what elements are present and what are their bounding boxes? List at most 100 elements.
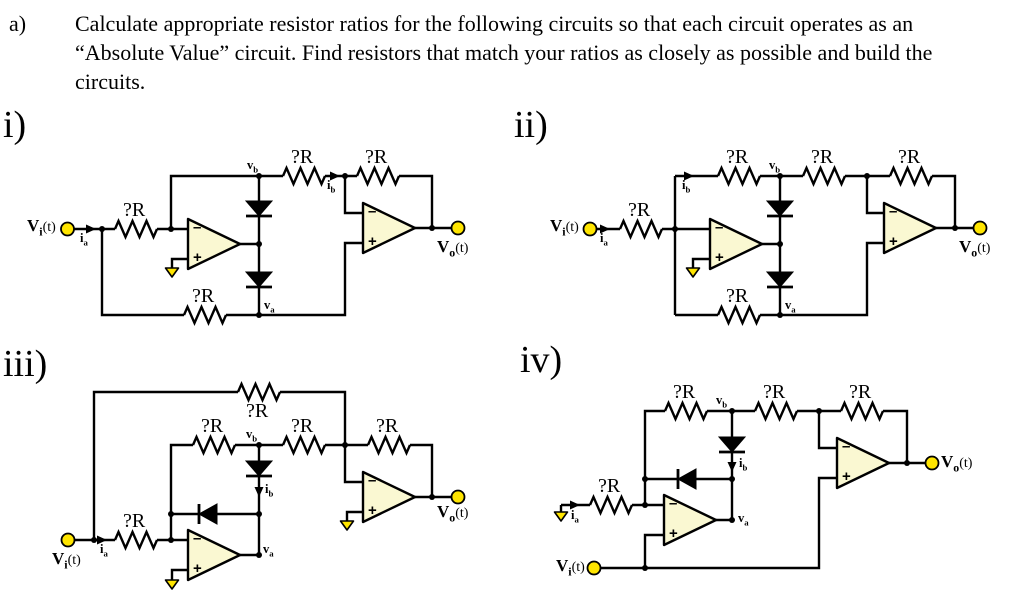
output-terminal <box>450 220 466 236</box>
ia-label: ia <box>80 231 88 248</box>
junction-dot <box>91 537 97 543</box>
resistor-symbol <box>753 401 799 421</box>
circuit-iii-schematic <box>60 382 466 590</box>
junction-dot <box>429 225 435 231</box>
junction-dot <box>256 511 262 517</box>
resistor-symbol <box>618 219 664 239</box>
resistor-label-series: ?R <box>291 146 314 168</box>
problem-line-2: “Absolute Value” circuit. Find resistors… <box>75 40 933 65</box>
resistor-symbol <box>281 435 327 455</box>
problem-line-1: Calculate appropriate resistor ratios fo… <box>75 11 914 36</box>
junction-dot <box>777 312 783 318</box>
resistor-label-bottom: ?R <box>726 285 749 307</box>
circuit-iv-schematic <box>553 401 940 576</box>
ib-label: ib <box>682 178 691 195</box>
opamp1-minus-sign: – <box>715 219 724 236</box>
opamp2-plus-sign: + <box>889 233 898 250</box>
va-label: va <box>263 542 274 559</box>
resistor-label-feedback1: ?R <box>726 146 749 168</box>
ib-label: ib <box>327 178 336 195</box>
opamp2-plus-sign: + <box>368 502 377 519</box>
resistor-symbol <box>366 435 412 455</box>
problem-line-3: circuits. <box>75 69 146 94</box>
vout-label: Vo(t) <box>959 237 991 260</box>
diode-down-symbol <box>244 270 274 289</box>
resistor-symbol <box>182 305 228 325</box>
opamp2-plus-sign: + <box>368 233 377 250</box>
resistor-label-input: ?R <box>123 199 146 221</box>
diode-down-symbol <box>244 199 274 218</box>
opamp2-minus-sign: – <box>368 203 377 220</box>
junction-dot <box>99 226 105 232</box>
junction-dot <box>429 494 435 500</box>
ground-icon <box>339 520 355 531</box>
junction-dot <box>342 173 348 179</box>
ground-icon <box>164 267 180 278</box>
junction-dot <box>642 476 648 482</box>
junction-dot <box>168 511 174 517</box>
output-terminal <box>972 220 988 236</box>
va-label: va <box>785 298 796 315</box>
current-arrow-icon <box>727 462 737 472</box>
resistor-symbol <box>839 401 885 421</box>
resistor-symbol <box>888 166 934 186</box>
junction-dot <box>729 408 735 414</box>
resistor-label-feedback1: ?R <box>201 415 224 437</box>
current-arrow-icon <box>254 487 264 497</box>
input-terminal <box>586 560 602 576</box>
circuit-numeral: i) <box>3 104 27 146</box>
problem-statement: Calculate appropriate resistor ratios fo… <box>75 9 932 96</box>
circuit-iv: iv) ?R vb ?R ?R ?R ia ib va Vi(t) Vo(t) … <box>512 340 1024 608</box>
ib-label: ib <box>265 482 274 499</box>
output-terminal <box>924 455 940 471</box>
resistor-symbol <box>663 401 709 421</box>
vb-label: vb <box>246 427 258 444</box>
opamp1-plus-sign: + <box>193 560 202 577</box>
resistor-symbol <box>236 382 282 402</box>
opamp1-minus-sign: – <box>193 530 202 547</box>
vb-label: vb <box>716 393 728 410</box>
junction-dot <box>642 565 648 571</box>
resistor-label-bottom: ?R <box>192 285 215 307</box>
junction-dot <box>256 552 262 558</box>
resistor-label-input: ?R <box>628 199 651 221</box>
resistor-label-series: ?R <box>811 146 834 168</box>
circuit-i: i) Vi(t) ia ?R vb ?R ib ?R ?R va Vo(t) –… <box>0 105 512 345</box>
circuit-numeral: iii) <box>3 343 48 385</box>
junction-dot <box>342 442 348 448</box>
diode-left-symbol <box>197 502 219 526</box>
resistor-label-feedback2: ?R <box>365 146 388 168</box>
resistor-symbol <box>281 166 327 186</box>
junction-dot <box>816 408 822 414</box>
item-label: a) <box>9 11 27 36</box>
resistor-symbol <box>588 495 634 515</box>
resistor-label-outer: ?R <box>246 400 269 422</box>
circuit-i-schematic <box>60 166 466 325</box>
circuit-ii-schematic <box>582 166 988 325</box>
junction-dot <box>864 173 870 179</box>
junction-dot <box>952 225 958 231</box>
input-terminal <box>582 221 598 237</box>
opamp2-plus-sign: + <box>842 468 851 485</box>
vin-label: Vi(t) <box>27 216 56 239</box>
va-label: va <box>738 511 749 528</box>
ground-icon <box>164 579 180 590</box>
resistor-symbol <box>801 166 847 186</box>
resistor-label-input: ?R <box>598 475 621 497</box>
junction-dot <box>729 517 735 523</box>
vout-label: Vo(t) <box>437 237 469 260</box>
ia-label: ia <box>100 542 108 559</box>
opamp1-plus-sign: + <box>193 249 202 266</box>
resistor-symbol <box>716 166 762 186</box>
junction-dot <box>672 226 678 232</box>
vin-label: Vi(t) <box>550 216 579 239</box>
vout-label: Vo(t) <box>437 502 469 525</box>
ib-label: ib <box>739 456 748 473</box>
resistor-symbol <box>355 166 401 186</box>
resistor-label-feedback2: ?R <box>849 381 872 403</box>
junction-dot <box>256 241 262 247</box>
resistor-symbol <box>191 435 237 455</box>
junction-dot <box>777 241 783 247</box>
input-terminal <box>60 532 76 548</box>
ia-label: ia <box>600 231 608 248</box>
